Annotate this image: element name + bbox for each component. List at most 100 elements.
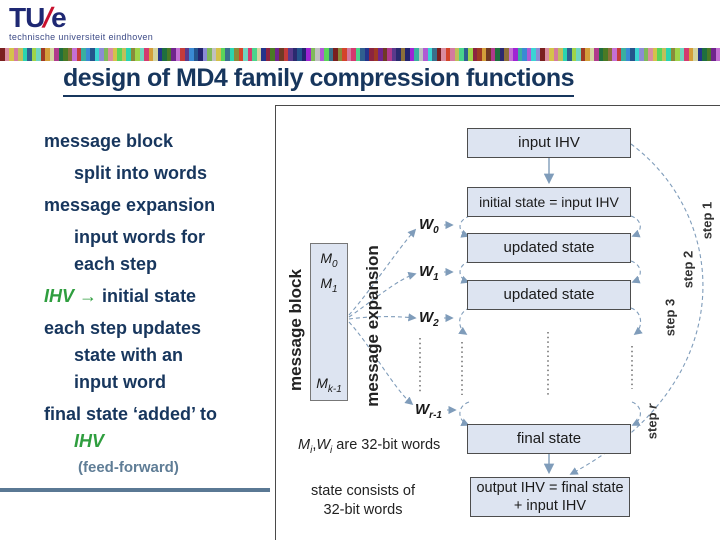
flag-bar <box>112 48 117 61</box>
flag-bar <box>477 48 482 61</box>
flag-bar <box>675 48 680 61</box>
flag-bar <box>175 48 180 61</box>
bullet-message-expansion: message expansion <box>44 195 216 215</box>
flag-bar <box>297 48 302 61</box>
left-arc-1 <box>459 215 471 238</box>
bullet-input-word: input word <box>74 372 166 392</box>
flag-bar <box>4 48 9 61</box>
flag-bar <box>468 48 473 61</box>
flag-bar <box>562 48 567 61</box>
initial-state-text: initial state <box>102 286 197 306</box>
wr1-label: Wr-1 <box>415 401 442 421</box>
flag-bar <box>378 48 383 61</box>
flag-bar <box>657 48 662 61</box>
flag-bar <box>697 48 702 61</box>
flag-bar <box>22 48 27 61</box>
flag-bar <box>9 48 14 61</box>
tue-logo-wordmark: TU/e <box>9 2 153 33</box>
message-expansion-rotated-label: message expansion <box>363 245 382 407</box>
flag-bar <box>121 48 126 61</box>
ihv-label: IHV <box>44 286 75 306</box>
flag-bar <box>598 48 603 61</box>
flag-bar <box>54 48 59 61</box>
flag-bar <box>333 48 338 61</box>
flag-bar <box>625 48 630 61</box>
w-feed-arrows <box>444 220 457 415</box>
w2-label: W2 <box>419 309 439 329</box>
initial-state-box: initial state = input IHV <box>467 187 631 217</box>
logo-subtitle: technische universiteit eindhoven <box>9 32 154 42</box>
flag-bar <box>382 48 387 61</box>
flag-bar <box>171 48 176 61</box>
flag-bar <box>283 48 288 61</box>
flag-bar <box>661 48 666 61</box>
page-title: design of MD4 family compression functio… <box>63 64 575 97</box>
flag-bar <box>391 48 396 61</box>
w1-label: W1 <box>419 263 439 283</box>
words-note: Mi,Wi are 32-bit words <box>298 437 441 456</box>
flag-bar <box>607 48 612 61</box>
flag-bar <box>225 48 230 61</box>
feed-forward-note: (feed-forward) <box>78 459 179 476</box>
flag-bar <box>652 48 657 61</box>
flag-bar <box>198 48 203 61</box>
flag-bar <box>414 48 419 61</box>
flag-bar <box>76 48 81 61</box>
flag-bar <box>211 48 216 61</box>
flag-bar <box>274 48 279 61</box>
message-expansion-fan <box>348 228 417 406</box>
flag-bar <box>387 48 392 61</box>
flag-bar <box>36 48 41 61</box>
flag-bar <box>31 48 36 61</box>
right-arc-3 <box>630 307 643 335</box>
flag-bar <box>517 48 522 61</box>
feed-forward-arc <box>569 143 704 475</box>
bullet-input-words: input words for <box>74 227 205 247</box>
flag-bar <box>310 48 315 61</box>
flag-bar <box>531 48 536 61</box>
flag-bar <box>373 48 378 61</box>
right-arc-r <box>631 401 641 426</box>
step-2-label: step 2 <box>680 250 696 289</box>
flag-bar <box>355 48 360 61</box>
flag-bar <box>432 48 437 61</box>
flag-bar <box>247 48 252 61</box>
flag-bar <box>180 48 185 61</box>
flag-bar <box>108 48 113 61</box>
flag-bar <box>103 48 108 61</box>
flag-bar <box>630 48 635 61</box>
flag-bar <box>688 48 693 61</box>
state-note-line2: 32-bit words <box>323 502 403 518</box>
flag-bar <box>441 48 446 61</box>
flag-bar <box>621 48 626 61</box>
ihv-label-2: IHV <box>74 431 105 451</box>
flag-bar <box>292 48 297 61</box>
flag-bar <box>270 48 275 61</box>
flag-bar <box>148 48 153 61</box>
flag-bar <box>319 48 324 61</box>
output-ihv-box: output IHV = final state + input IHV <box>470 477 630 517</box>
flag-bar <box>634 48 639 61</box>
flag-bar <box>135 48 140 61</box>
flag-bar <box>553 48 558 61</box>
step-3-label: step 3 <box>662 298 678 337</box>
updated-state-box-1: updated state <box>467 233 631 263</box>
flag-bar <box>495 48 500 61</box>
flag-bar <box>427 48 432 61</box>
flag-bar <box>162 48 167 61</box>
flag-bar <box>193 48 198 61</box>
flag-bar <box>229 48 234 61</box>
bullet-state-with-an: state with an <box>74 345 184 365</box>
m1-label: M1 <box>320 275 338 295</box>
step-1-label: step 1 <box>699 201 715 240</box>
right-arrow-glyph: → <box>79 286 98 306</box>
flag-bar <box>139 48 144 61</box>
flag-bar <box>49 48 54 61</box>
flag-bar <box>679 48 684 61</box>
flag-bar <box>603 48 608 61</box>
flag-bar <box>238 48 243 61</box>
flag-bar <box>157 48 162 61</box>
flag-bar <box>544 48 549 61</box>
flag-bar <box>612 48 617 61</box>
flag-bar <box>85 48 90 61</box>
